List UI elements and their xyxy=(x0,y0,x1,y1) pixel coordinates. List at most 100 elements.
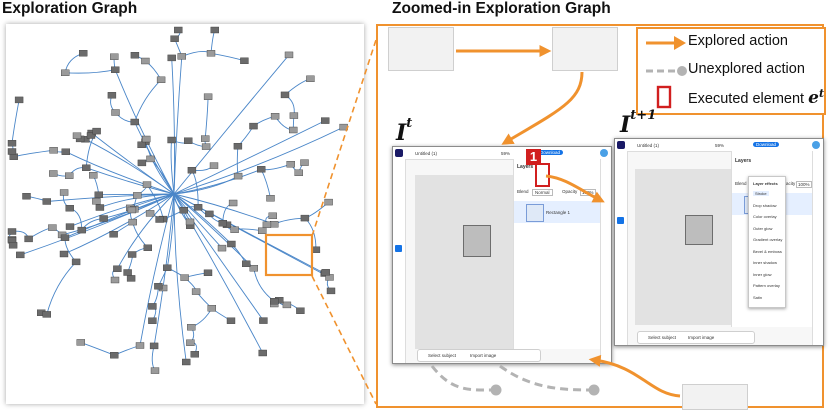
graph-node xyxy=(148,317,157,324)
graph-node xyxy=(210,26,220,34)
layer-effect-item[interactable]: Inner glow xyxy=(753,271,772,277)
graph-node xyxy=(191,288,201,295)
graph-node xyxy=(170,35,179,42)
exploration-graph-title: Exploration Graph xyxy=(2,0,138,17)
layers-panel: Layers Blend Normal Opacity 100% Rectang… xyxy=(513,159,602,349)
graph-node xyxy=(268,212,277,220)
graph-node xyxy=(177,53,187,60)
selected-tool-icon[interactable] xyxy=(395,245,402,252)
graph-node xyxy=(65,204,74,212)
graph-edge xyxy=(86,167,175,195)
graph-node xyxy=(94,191,104,198)
graph-node xyxy=(141,57,150,65)
state-node-placeholder xyxy=(388,27,454,71)
graph-node xyxy=(7,228,17,235)
select-subject-button[interactable]: Select subject xyxy=(428,353,457,358)
graph-node xyxy=(280,91,290,99)
graph-node xyxy=(289,112,299,119)
layer-effect-item[interactable]: Gradient overlay xyxy=(753,237,783,242)
graph-node xyxy=(257,227,267,235)
graph-node xyxy=(218,219,228,227)
graph-node xyxy=(150,367,160,374)
graph-node xyxy=(42,198,51,205)
graph-edge xyxy=(173,193,255,269)
graph-node xyxy=(24,235,33,243)
graph-node xyxy=(48,224,57,231)
download-button[interactable]: Download xyxy=(537,150,564,155)
graph-node xyxy=(133,192,142,199)
graph-edge xyxy=(69,193,175,228)
tool-column xyxy=(393,159,406,363)
app-logo-icon xyxy=(617,141,625,149)
layer-effect-item[interactable]: Satin xyxy=(753,294,763,300)
zoomed-graph-title: Zoomed-in Exploration Graph xyxy=(392,0,611,17)
layer-row[interactable]: Rectangle 1 xyxy=(514,201,602,223)
opacity-field[interactable]: 100% xyxy=(796,181,812,188)
bottom-action-bar: Select subject Import image xyxy=(417,349,541,362)
layer-effect-item[interactable]: Color overlay xyxy=(753,214,777,219)
graph-node xyxy=(137,159,147,167)
graph-edge xyxy=(173,168,262,195)
canvas-area[interactable] xyxy=(415,175,531,349)
avatar[interactable] xyxy=(600,149,608,157)
right-rail xyxy=(600,159,611,363)
graph-node xyxy=(110,53,119,60)
graph-edge xyxy=(173,120,326,195)
layer-effect-item[interactable]: Pattern overlay xyxy=(753,283,780,288)
rectangle-shape[interactable] xyxy=(463,225,491,257)
blend-select[interactable]: Normal xyxy=(532,189,553,196)
graph-node xyxy=(270,112,280,120)
graph-node xyxy=(233,142,243,150)
graph-node xyxy=(200,135,210,142)
layer-effect-item[interactable]: Outer glow xyxy=(753,225,773,231)
state-node-placeholder xyxy=(552,27,618,71)
graph-node xyxy=(61,148,70,155)
graph-node xyxy=(72,132,82,139)
layer-effect-item[interactable]: Stroke xyxy=(753,191,769,196)
graph-node xyxy=(92,127,101,135)
graph-node xyxy=(180,274,189,281)
layer-effect-item[interactable]: Bevel & emboss xyxy=(753,248,782,254)
graph-edge xyxy=(117,193,175,269)
bottom-action-bar: Select subject Import image xyxy=(637,331,755,344)
layer-effect-item[interactable]: Drop shadow xyxy=(753,202,777,208)
graph-node xyxy=(61,69,70,76)
graph-node xyxy=(77,226,86,234)
graph-node xyxy=(154,283,163,290)
graph-node xyxy=(259,317,268,324)
tool-column xyxy=(615,151,628,345)
graph-node xyxy=(155,216,164,223)
download-button[interactable]: Download xyxy=(753,142,780,147)
graph-node xyxy=(167,54,176,62)
graph-node xyxy=(148,303,157,310)
graph-node xyxy=(135,342,145,349)
select-subject-button[interactable]: Select subject xyxy=(648,335,677,340)
graph-node xyxy=(228,199,238,207)
graph-node xyxy=(82,164,91,172)
app-topbar: Untitled (1) 59% Download xyxy=(615,139,823,152)
graph-node xyxy=(326,287,336,295)
graph-node xyxy=(59,189,69,196)
graph-node xyxy=(22,192,31,200)
layer-effect-item[interactable]: Inner shadow xyxy=(753,260,778,265)
graph-node xyxy=(286,160,295,168)
graph-node xyxy=(71,258,81,266)
graph-node xyxy=(143,244,153,252)
avatar[interactable] xyxy=(812,141,820,149)
graph-node xyxy=(130,52,140,59)
selected-tool-icon[interactable] xyxy=(617,217,624,224)
app-topbar: Untitled (1) 59% Download xyxy=(393,147,611,160)
zoom-region-highlight xyxy=(264,233,314,277)
graph-edge xyxy=(173,193,187,363)
import-image-button[interactable]: Import image xyxy=(688,335,715,340)
graph-node xyxy=(127,251,137,258)
canvas-area[interactable] xyxy=(635,169,739,325)
graph-edge xyxy=(166,193,175,268)
unexplored-node xyxy=(490,384,502,396)
graph-node xyxy=(42,311,51,318)
graph-node xyxy=(203,269,213,277)
rectangle-shape[interactable] xyxy=(685,215,713,245)
import-image-button[interactable]: Import image xyxy=(470,353,497,358)
